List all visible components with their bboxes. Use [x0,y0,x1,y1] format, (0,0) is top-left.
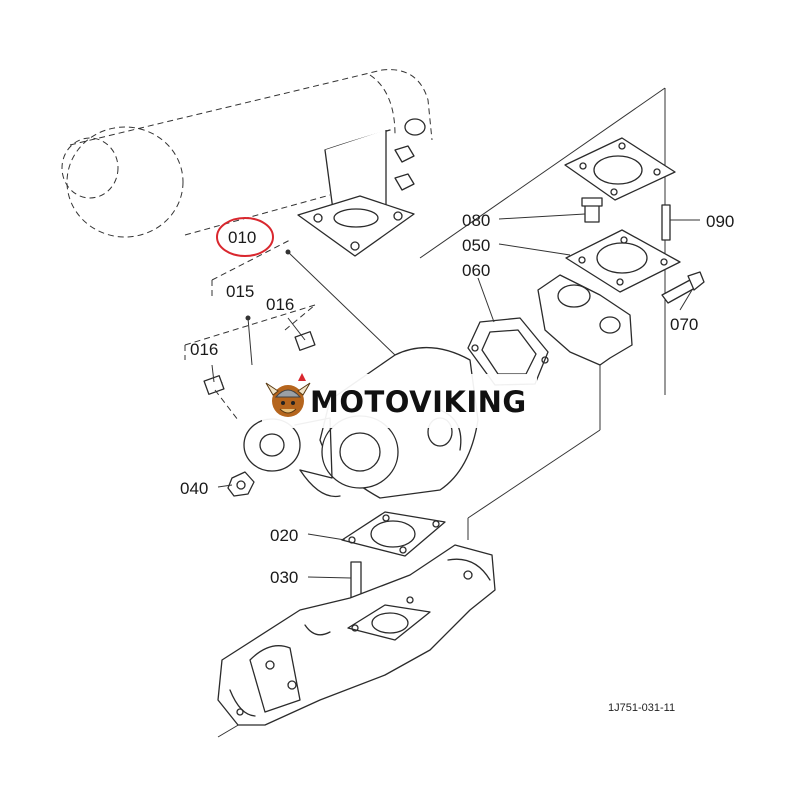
elbow-gasket [564,137,676,201]
callout-010: 010 [228,228,256,247]
callout-030: 030 [270,568,298,587]
muffler [61,69,433,257]
callout-090: 090 [706,212,734,231]
callout-080: 080 [462,211,490,230]
callout-016-upper: 016 [266,295,294,314]
highlight-ring-010 [216,217,274,257]
drawing-code: 1J751-031-11 [608,702,675,714]
group-brackets [184,239,316,421]
callout-050: 050 [462,236,490,255]
watermark-brand: MOTOVIKING [310,385,527,419]
leader-lines [211,213,700,579]
callout-020: 020 [270,526,298,545]
callout-040: 040 [180,479,208,498]
assembly-frame [217,87,666,738]
callout-060: 060 [462,261,490,280]
callout-016-lower: 016 [190,340,218,359]
callout-015: 015 [226,282,254,301]
exhaust-manifold [217,544,496,726]
callout-070: 070 [670,315,698,334]
manifold-gasket [341,511,446,557]
watermark: MOTOVIKING [262,373,537,428]
viking-mascot-icon [265,373,311,417]
callouts: 010 015 016 016 040 020 030 080 050 060 … [180,211,734,714]
exhaust-elbow [537,197,705,366]
